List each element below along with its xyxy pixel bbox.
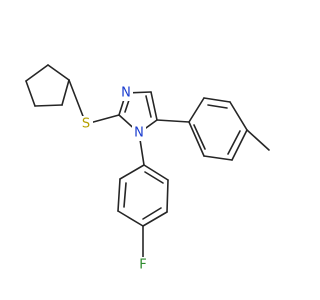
- bond: [203, 155, 233, 161]
- bond: [117, 210, 144, 227]
- bond: [61, 79, 70, 106]
- cyclopentyl-ring: [25, 64, 70, 107]
- bond: [34, 104, 63, 107]
- molecule-canvas: N N S F: [25, 64, 270, 273]
- atom-label-f: F: [139, 258, 146, 273]
- bond: [145, 95, 152, 118]
- bond: [207, 104, 228, 109]
- atom-label-s: S: [82, 117, 90, 132]
- bond-methyl: [246, 129, 270, 151]
- atom-label-n1: N: [134, 126, 144, 141]
- fluorophenyl-ring: [117, 164, 169, 227]
- bond: [47, 64, 70, 81]
- bond: [227, 130, 241, 155]
- bond: [123, 182, 127, 208]
- bond: [166, 179, 169, 213]
- bond: [188, 121, 205, 157]
- atom-f: F: [137, 257, 149, 273]
- bond: [229, 101, 248, 131]
- bond: [150, 91, 158, 121]
- atom-n1: N: [132, 125, 146, 141]
- bond: [142, 211, 168, 227]
- bond: [203, 97, 231, 103]
- bond: [142, 207, 162, 220]
- atom-n3: N: [119, 85, 133, 101]
- tolyl-ring: [188, 97, 248, 161]
- bond-imidazole-tolyl: [156, 119, 190, 123]
- bond: [119, 164, 145, 180]
- bond: [117, 178, 121, 212]
- atom-label-n3: N: [121, 86, 131, 101]
- bond: [144, 171, 164, 184]
- bond: [25, 80, 36, 107]
- atom-s: S: [79, 116, 93, 132]
- bond: [143, 164, 169, 181]
- bond: [231, 129, 248, 161]
- structure-diagram: N N S F: [25, 64, 270, 273]
- bond: [188, 97, 205, 123]
- bond: [193, 124, 206, 150]
- bond: [25, 64, 49, 82]
